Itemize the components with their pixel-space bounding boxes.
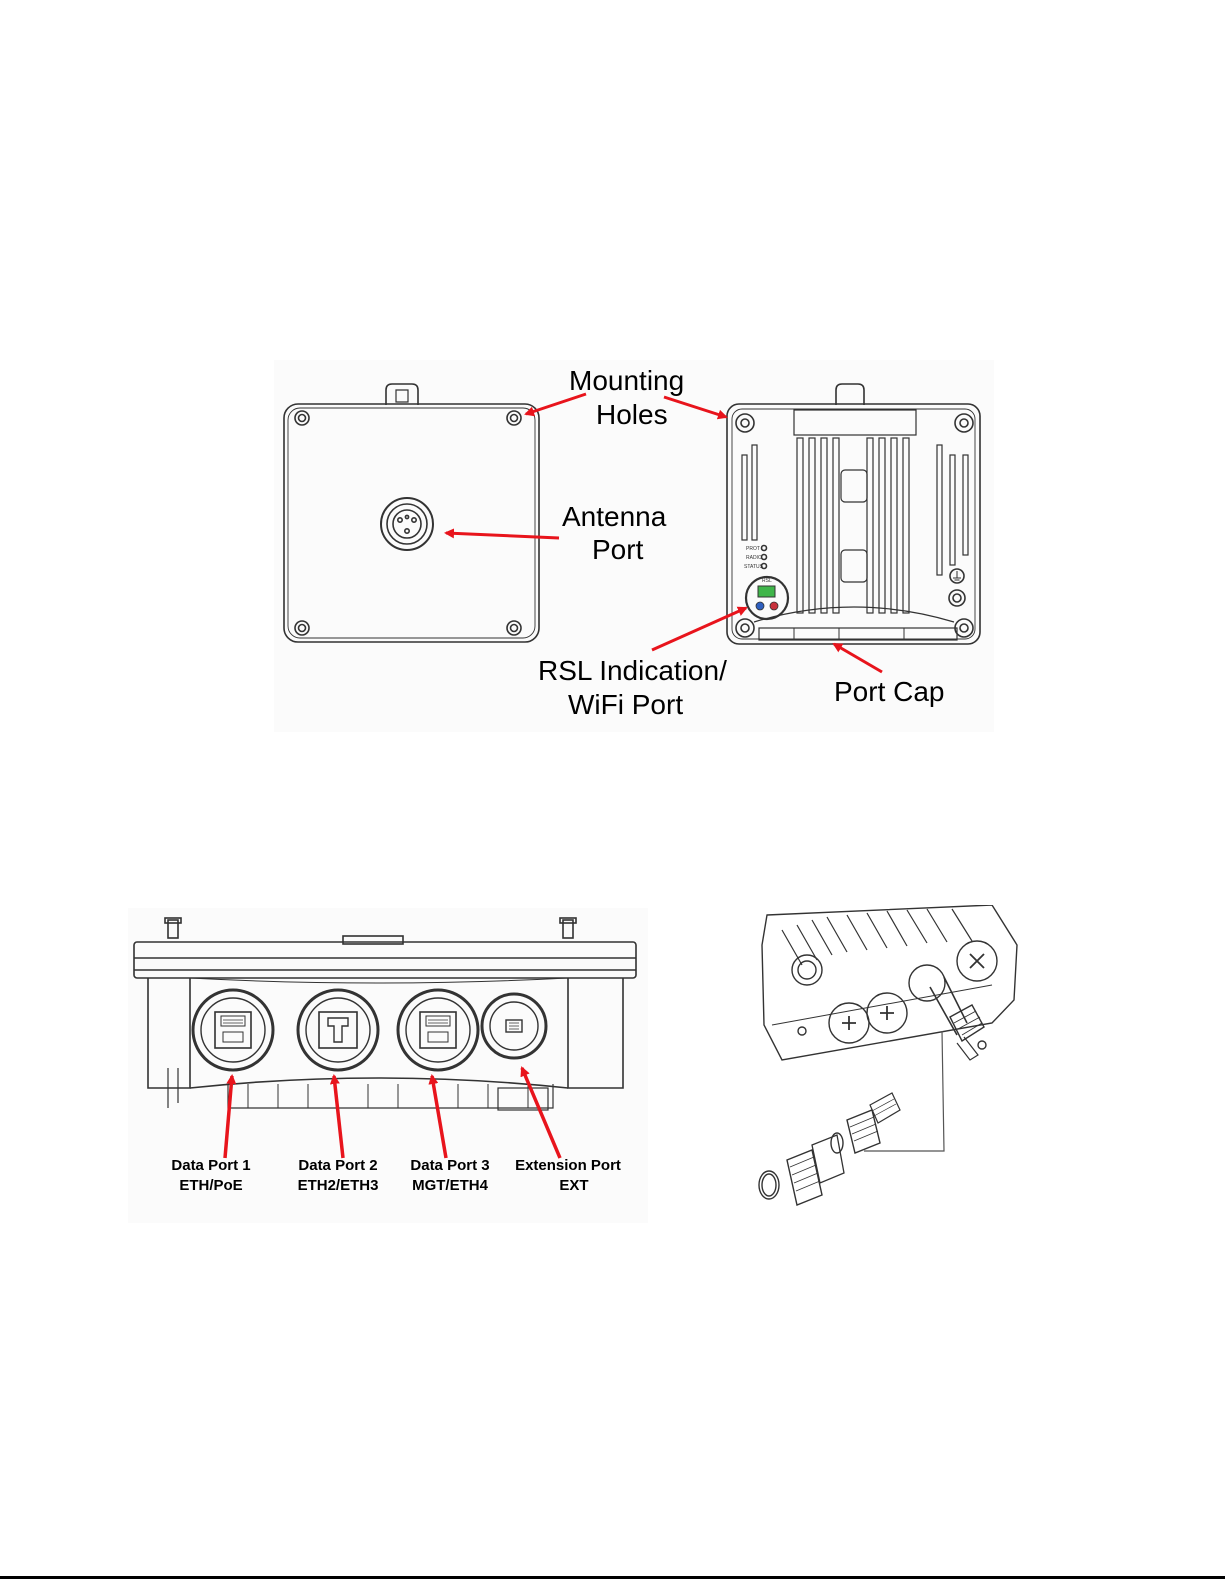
antenna-side-view [284,384,539,642]
port-label-3: Data Port 3 [410,1157,489,1174]
leader-line [864,1031,944,1151]
callout-mounting-holes: Mounting Holes [569,365,692,430]
data-port-2-connector [298,990,378,1070]
callout-rsl-wifi: RSL Indication/ WiFi Port [538,655,735,720]
figure-1-diagram: PROT RADIO STATUS RSL Mounting Holes Ant… [274,360,994,732]
page-footer-rule [0,1576,1225,1579]
ground-terminal-icon [950,569,964,583]
port-sub-ext: EXT [559,1177,588,1194]
port-label-2: Data Port 2 [298,1157,377,1174]
front-housing [284,404,539,642]
back-mounting-hole [736,414,754,432]
port-label-ext: Extension Port [515,1157,621,1174]
figure-2-diagram: Data Port 1 ETH/PoE Data Port 2 ETH2/ETH… [128,908,648,1223]
figure-cable-gland [752,905,1042,1220]
callout-port-cap: Port Cap [834,676,945,707]
gland-housing [762,905,1017,1060]
antenna-port-connector [381,498,433,550]
gland-body [787,1150,822,1205]
gland-isometric-view [762,905,1017,1060]
led-label: RADIO [746,555,762,561]
led-label: STATUS [744,564,764,570]
port-sub-1: ETH/PoE [179,1177,242,1194]
extension-port-connector [482,994,546,1058]
data-port-3-connector [398,990,478,1070]
front-mounting-hole [507,621,521,635]
back-mounting-hole [955,414,973,432]
unit-bottom-view [134,918,636,1110]
gland-cap-1 [792,955,822,985]
data-port-1-connector [193,990,273,1070]
back-mounting-hole [955,619,973,637]
rsl-label: RSL [762,578,772,584]
gland-cable-entry [909,965,945,1001]
cooling-fins [742,438,968,613]
gps-connector [949,590,965,606]
callout-antenna-port: Antenna Port [562,501,674,565]
figure-front-back-views: PROT RADIO STATUS RSL Mounting Holes Ant… [274,360,994,732]
back-mounting-hole [736,619,754,637]
back-side-view [727,384,980,644]
port-cap [759,628,957,640]
port-sub-2: ETH2/ETH3 [298,1177,379,1194]
gland-exploded-parts [759,1093,900,1205]
front-mounting-hole [295,411,309,425]
led-label: PROT [746,546,760,552]
figure-3-diagram [752,905,1042,1220]
port-label-1: Data Port 1 [171,1157,250,1174]
front-mounting-hole [295,621,309,635]
port-sub-3: MGT/ETH4 [412,1177,488,1194]
front-mounting-hole [507,411,521,425]
figure-data-ports: Data Port 1 ETH/PoE Data Port 2 ETH2/ETH… [128,908,648,1223]
